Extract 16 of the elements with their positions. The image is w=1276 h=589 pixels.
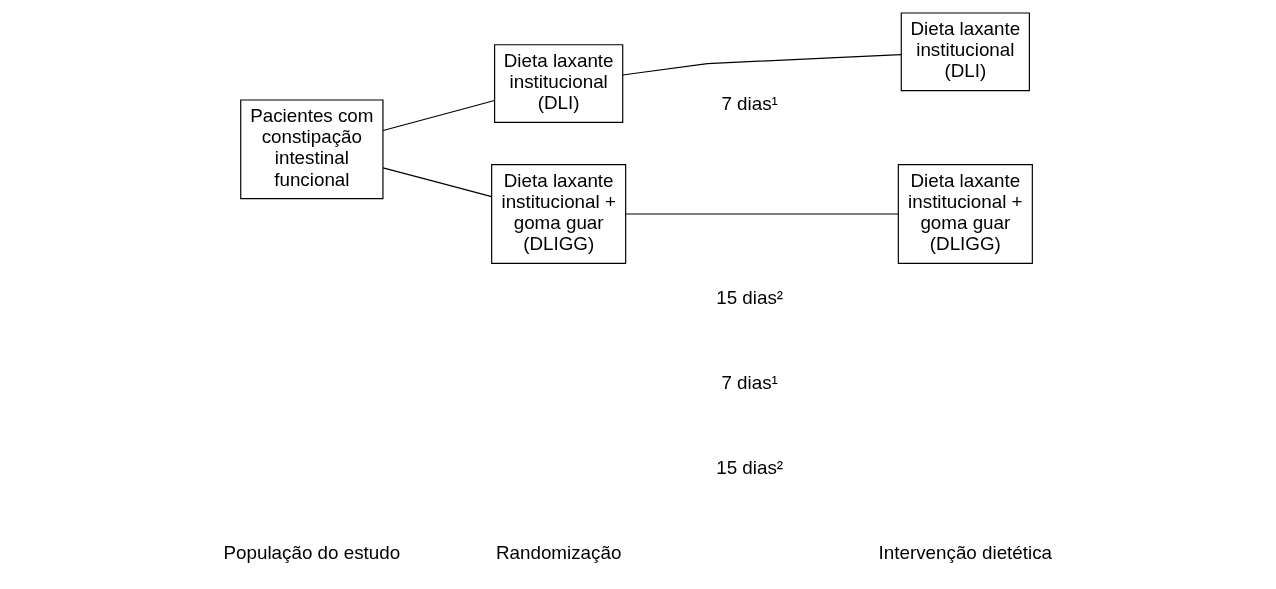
label: 7 dias¹ — [721, 371, 778, 393]
label: Randomização — [495, 542, 622, 564]
node-box: Dieta laxante institucional (DLI) — [494, 44, 624, 123]
label: População do estudo — [223, 542, 401, 564]
label: Intervenção dietética — [878, 542, 1053, 564]
label: 15 dias² — [716, 287, 784, 309]
connector — [625, 213, 899, 215]
node-box: Dieta laxante institucional + goma guar (DLIGG) — [491, 164, 627, 264]
node-box: Dieta laxante institucional + goma guar (DLIGG) — [897, 164, 1033, 264]
connector — [382, 99, 496, 132]
connector — [382, 167, 493, 198]
node-box: Pacientes com constipação intestinal funcional — [240, 99, 384, 200]
label: 15 dias² — [716, 456, 784, 478]
node-box: Dieta laxante institucional (DLI) — [900, 12, 1030, 92]
label: 7 dias¹ — [721, 93, 778, 115]
connector — [622, 54, 902, 76]
